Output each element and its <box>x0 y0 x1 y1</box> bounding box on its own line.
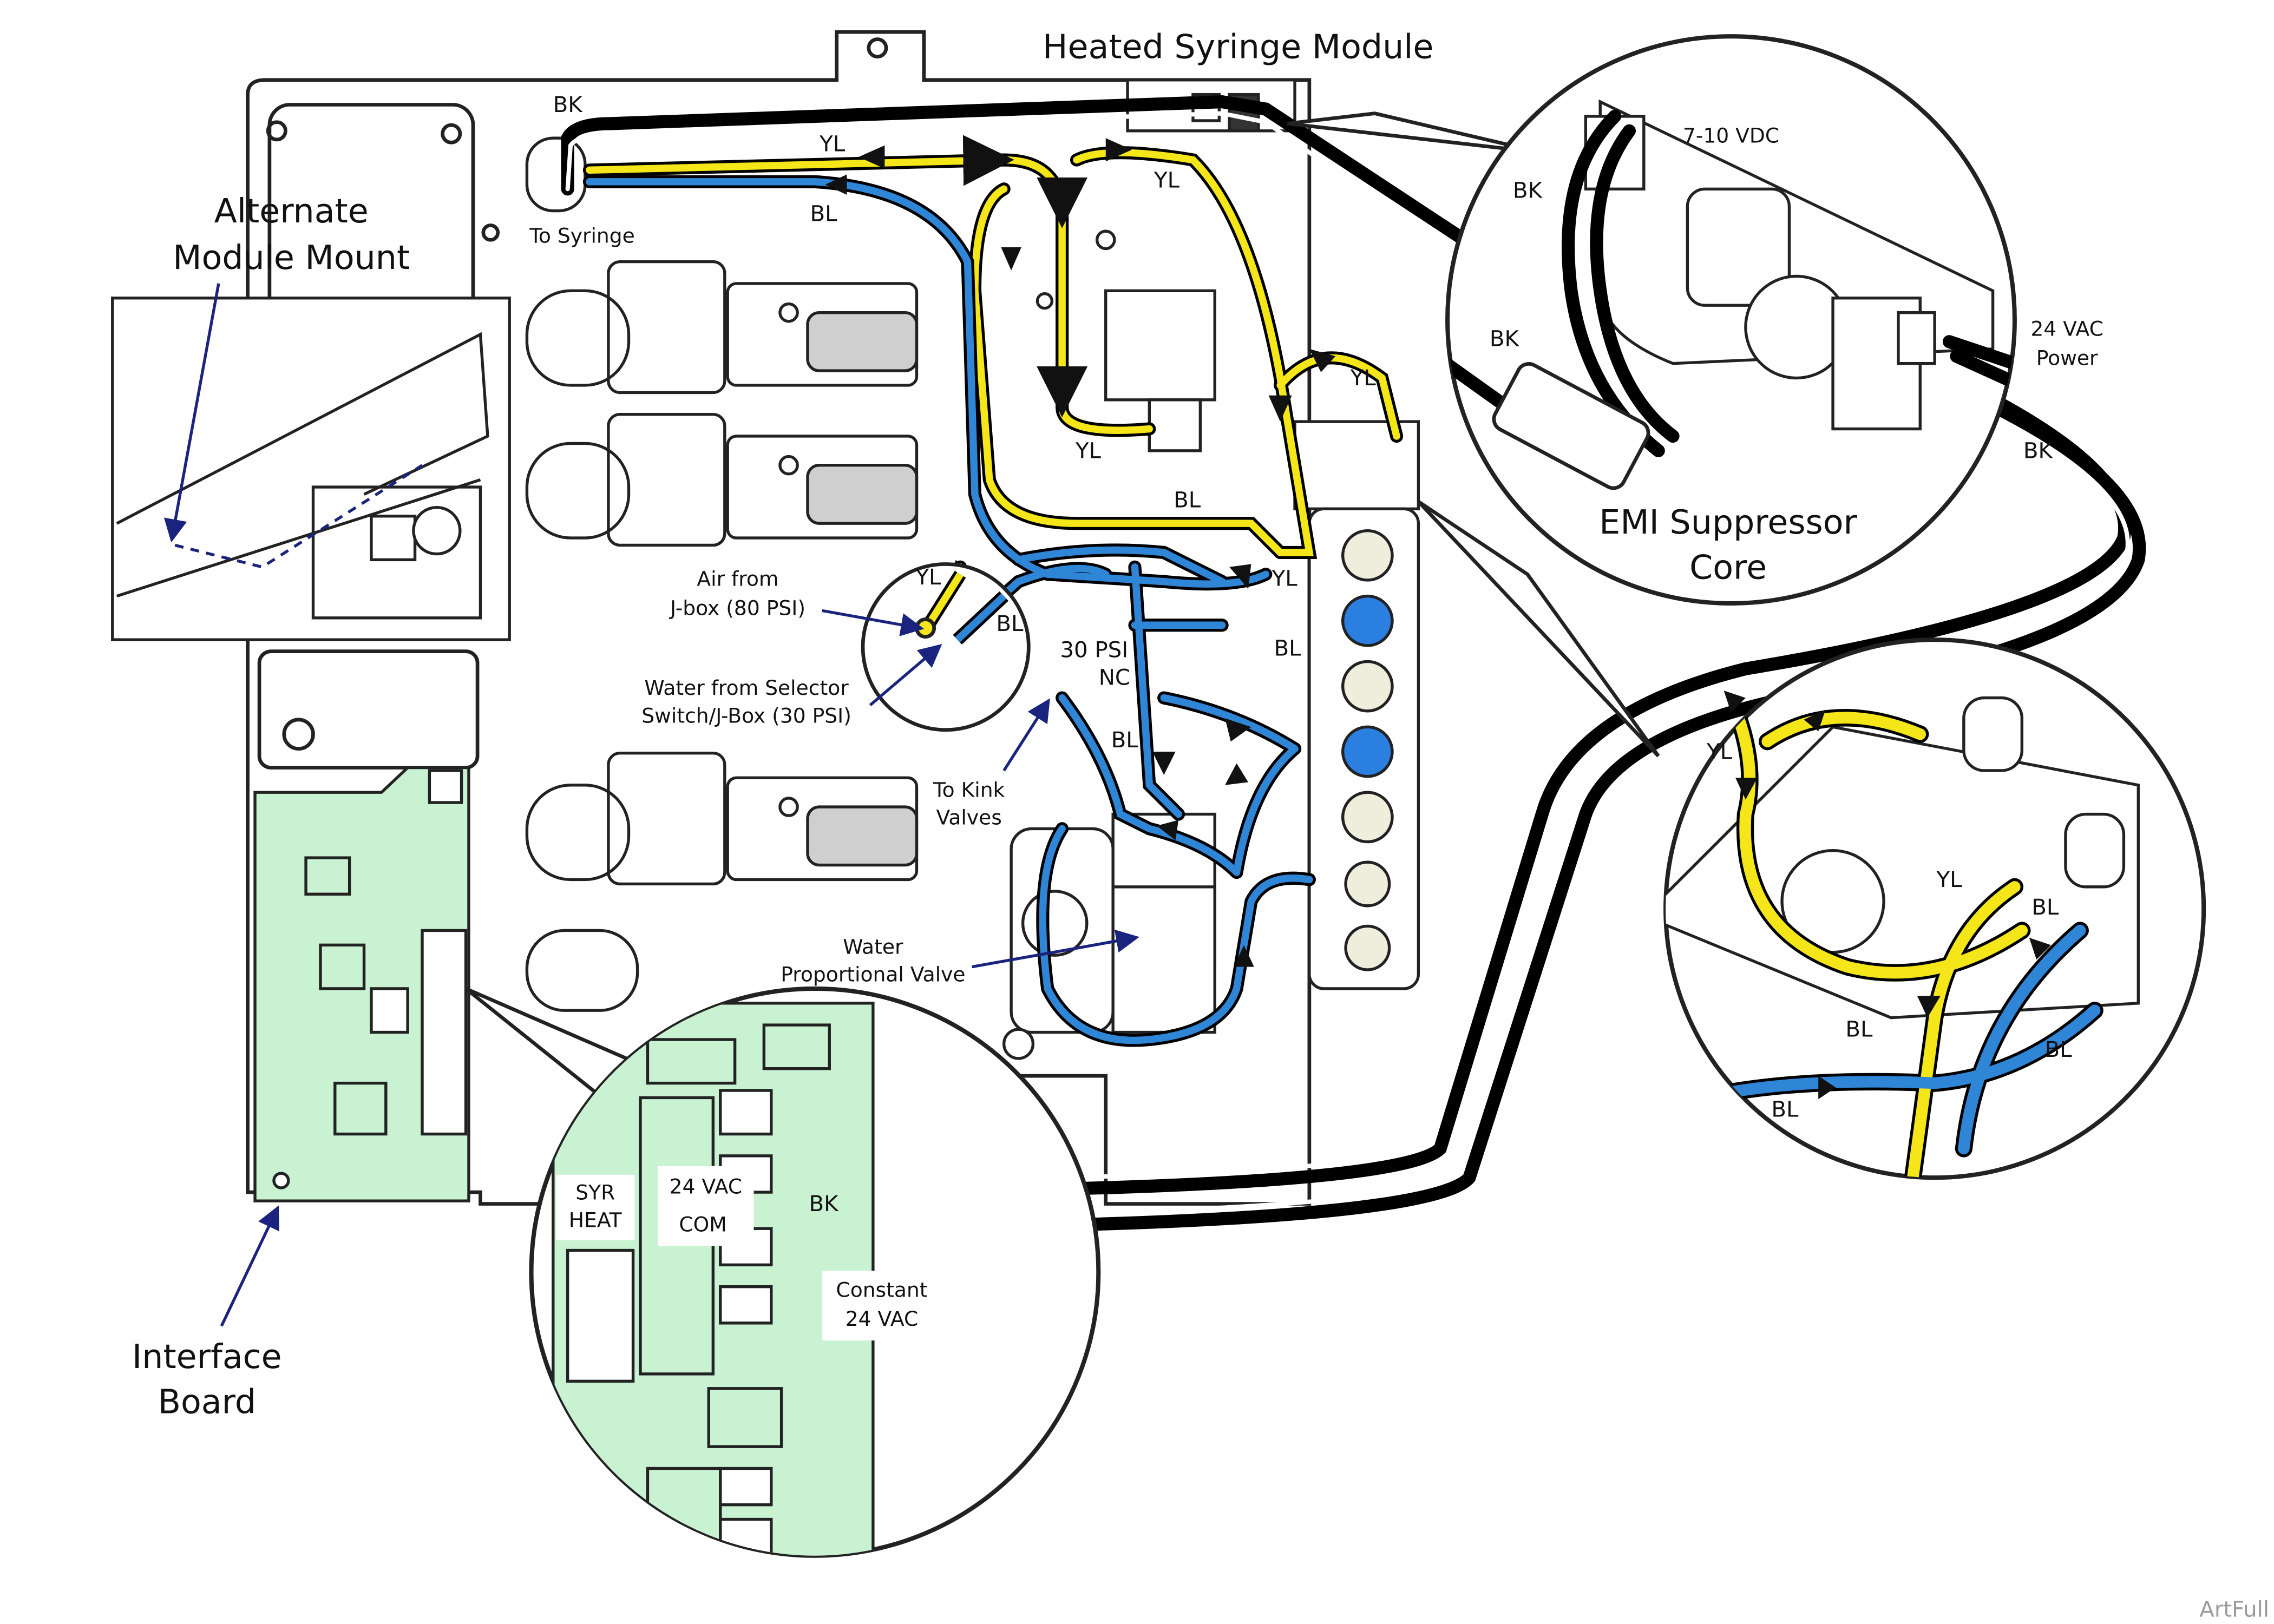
emi-zoom-detail <box>1287 34 2017 606</box>
label-to-syringe: To Syringe <box>529 224 634 248</box>
kink-valve-1 <box>525 260 919 395</box>
emi-ferrite-core <box>1492 362 1650 490</box>
beige-button-3[interactable] <box>1341 791 1394 844</box>
pointer-alt-mount <box>163 283 220 543</box>
alternate-module-mount-inset <box>111 297 511 641</box>
label-24vac-power-2: Power <box>2036 346 2098 370</box>
label-to-kink-1: To Kink <box>933 778 1005 801</box>
flow-arrow-9 <box>1225 718 1251 742</box>
label-constant-2: 24 VAC <box>846 1307 918 1331</box>
label-alternate-2: Module Mount <box>173 238 410 277</box>
syr-heat-tag <box>556 1174 635 1240</box>
control-panel <box>1293 420 1420 990</box>
wire-label-yl-7: YL <box>1706 739 1733 764</box>
wire-label-bl-3: BL <box>1274 636 1302 661</box>
pointer-prop-valve <box>972 929 1139 969</box>
label-water-from-1: Water from Selector <box>645 676 849 700</box>
label-syr: SYR <box>575 1180 615 1204</box>
wire-label-yl-5: YL <box>1272 566 1298 591</box>
pointer-interface <box>220 1205 279 1327</box>
beige-button-1[interactable] <box>1341 529 1394 582</box>
label-30psi: 30 PSI <box>1060 637 1128 662</box>
flow-arrow-2 <box>1105 138 1132 162</box>
wire-label-bl-9: BL <box>1771 1096 1799 1122</box>
wire-label-bk-4: BK <box>1490 326 1520 351</box>
label-com: COM <box>679 1213 726 1237</box>
wire-label-bk-5: BK <box>2023 438 2054 463</box>
black-wires <box>561 95 2146 1235</box>
wire-label-bl-2: BL <box>1174 488 1201 513</box>
watermark: ArtFull <box>2199 1597 2269 1622</box>
kink-valve-2 <box>525 413 919 547</box>
pointer-kink <box>1002 698 1050 772</box>
label-24vac-power-1: 24 VAC <box>2030 317 2103 341</box>
wire-label-bl-7: BL <box>1845 1017 1873 1042</box>
board-zoom-detail <box>464 986 1101 1558</box>
flow-arrow-1 <box>859 145 885 169</box>
flow-arrows <box>825 138 1336 967</box>
blue-button-2[interactable] <box>1341 725 1394 778</box>
wire-label-yl-6: YL <box>915 564 941 590</box>
pointer-water <box>869 643 942 707</box>
label-air-from-2: J-box (80 PSI) <box>669 596 805 620</box>
toggle-switch-2[interactable] <box>1344 924 1391 971</box>
flow-arrow-13 <box>1234 945 1254 967</box>
label-emi-2: Core <box>1689 548 1767 587</box>
flow-arrow-14 <box>1001 247 1021 271</box>
label-water-prop-2: Proportional Valve <box>781 962 965 986</box>
flow-arrow-10 <box>1152 752 1176 775</box>
label-interface-1: Interface <box>132 1337 282 1376</box>
label-24vac: 24 VAC <box>670 1175 742 1199</box>
wire-label-yl-8: YL <box>1936 867 1962 892</box>
label-heat: HEAT <box>569 1208 622 1232</box>
toggle-switch-1[interactable] <box>1344 860 1391 908</box>
flow-arrow-4 <box>1309 349 1336 372</box>
wire-label-bl-5: BL <box>1111 727 1139 753</box>
wire-label-yl-4: YL <box>1075 438 1102 463</box>
pointer-air <box>822 609 925 636</box>
flow-arrow-6 <box>1229 564 1251 589</box>
wire-label-bk-2: BK <box>809 1191 839 1217</box>
label-constant-1: Constant <box>836 1278 927 1302</box>
label-air-from-1: Air from <box>697 567 778 591</box>
valve-zoom-detail <box>1417 500 2206 1180</box>
pointer-arrows <box>163 283 1139 1327</box>
label-nc: NC <box>1099 665 1130 690</box>
label-alternate-1: Alternate <box>214 192 369 231</box>
flow-arrow-11 <box>1225 763 1249 785</box>
blue-water-lines <box>582 175 1316 1047</box>
wire-label-bk-3: BK <box>1513 177 1543 203</box>
inlet-detail-circle <box>861 562 1031 732</box>
label-interface-2: Board <box>158 1382 257 1421</box>
label-emi-1: EMI Suppressor <box>1599 503 1857 542</box>
label-to-kink-2: Valves <box>936 805 1002 829</box>
label-vdc: 7-10 VDC <box>1683 123 1779 147</box>
wire-label-bk-1: BK <box>553 92 584 117</box>
kink-valve-3 <box>525 752 919 886</box>
label-water-from-2: Switch/J-Box (30 PSI) <box>641 703 851 727</box>
wire-label-bl-4: BL <box>996 611 1024 636</box>
beige-button-2[interactable] <box>1341 660 1394 713</box>
flow-arrow-5 <box>1268 395 1292 422</box>
yellow-air-lines <box>582 135 1404 632</box>
wire-label-yl-3: YL <box>1350 365 1377 391</box>
vac-com-tag <box>658 1166 754 1246</box>
water-proportional-valve <box>1002 812 1216 1060</box>
constant-tag <box>822 1271 939 1341</box>
blue-button-1[interactable] <box>1341 594 1394 647</box>
title-heated-syringe: Heated Syringe Module <box>1043 27 1433 66</box>
wire-label-yl-2: YL <box>1154 168 1180 193</box>
wire-label-bl-6: BL <box>2031 895 2059 920</box>
flow-arrow-12 <box>1156 820 1179 840</box>
interface-board <box>253 766 470 1202</box>
label-water-prop-1: Water <box>843 935 903 958</box>
flow-arrow-3 <box>825 174 847 195</box>
wire-label-bl-8: BL <box>2044 1037 2072 1062</box>
wire-label-bl-1: BL <box>810 201 837 226</box>
wire-label-yl-1: YL <box>819 131 846 156</box>
